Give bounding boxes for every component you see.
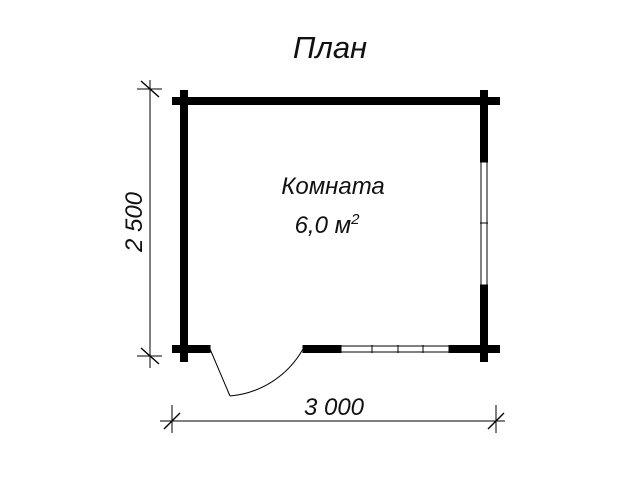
window-right xyxy=(480,161,488,286)
width-value: 3 000 xyxy=(304,394,365,421)
door-leaf xyxy=(209,348,231,397)
depth-value: 2 500 xyxy=(121,191,148,253)
room-name: Комната xyxy=(281,173,385,200)
window-bottom xyxy=(340,345,450,353)
width-tick-left xyxy=(163,412,181,430)
width-dimension: 3 000 xyxy=(160,394,505,433)
door-swing-arc xyxy=(229,348,304,397)
room-area-label: 6,0 м2 xyxy=(295,211,360,239)
depth-tick-bottom xyxy=(140,347,160,365)
room-area: 6,0 м xyxy=(295,212,351,239)
room-area-superscript: 2 xyxy=(350,211,360,228)
plan-title: План xyxy=(293,30,367,65)
depth-dimension: 2 500 xyxy=(121,80,162,368)
walls xyxy=(172,90,500,362)
width-tick-right xyxy=(487,412,505,430)
door xyxy=(209,345,304,397)
depth-tick-top xyxy=(140,80,160,98)
